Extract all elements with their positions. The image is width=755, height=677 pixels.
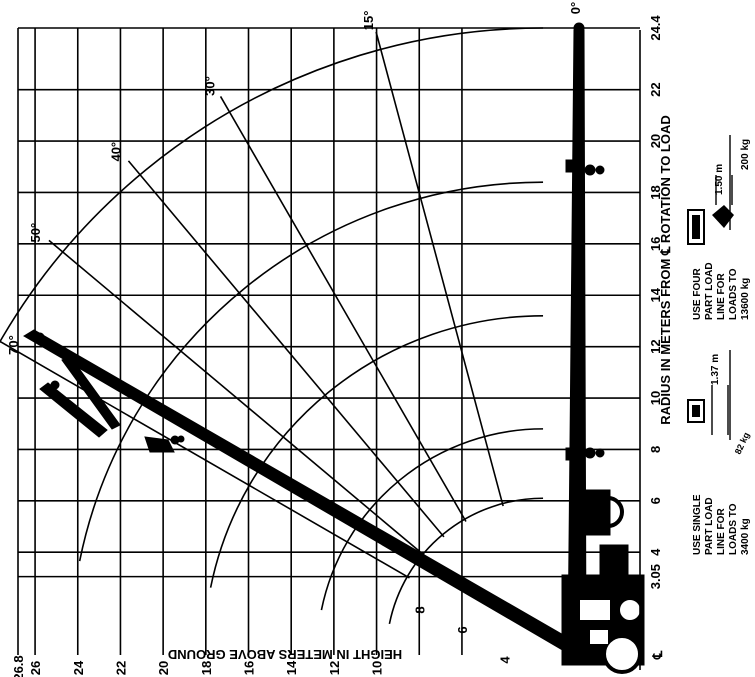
angle-ray	[48, 239, 426, 557]
y-tick-label: 6	[455, 626, 470, 633]
y-tick-label: 4	[498, 656, 513, 664]
boom-angle-rays	[0, 31, 504, 579]
y-tick-label: 26.8	[11, 655, 26, 677]
angle-label: 0°	[568, 2, 583, 14]
boom-length-arcs	[0, 27, 544, 625]
y-tick-label: 12	[327, 661, 342, 675]
boom-length-arc	[0, 27, 544, 344]
boom-70-degrees	[23, 329, 573, 653]
x-tick-label: 12	[648, 339, 663, 353]
y-tick-label: 16	[242, 661, 257, 675]
x-tick-label: 16	[648, 237, 663, 251]
y-tick-label: 20	[156, 661, 171, 675]
note-line: LINE FOR	[716, 273, 727, 320]
x-tick-label: 20	[648, 134, 663, 148]
crane-carrier	[561, 489, 645, 674]
y-tick-label: 8	[412, 606, 427, 613]
y-tick-label: 24	[71, 660, 86, 675]
angle-label: 70°	[6, 335, 21, 355]
angle-labels: 0°15°30°40°50°60°70°	[6, 2, 583, 355]
x-tick-label: 18	[648, 185, 663, 199]
x-tick-label: 4	[648, 548, 663, 556]
single-weight: 82 kg	[733, 431, 752, 456]
angle-label: 40°	[109, 142, 124, 162]
x-tick-label: ℄	[650, 650, 665, 660]
grid-lines	[17, 27, 640, 655]
four-weight: 200 kg	[740, 139, 751, 170]
y-tick-label: 10	[370, 661, 385, 675]
note-line: 3400 kg	[740, 518, 751, 555]
note-line: LOADS TO	[728, 268, 739, 320]
x-tick-labels: ℄ 3.05 4 6 8 10 12 14 16 18 20 22 24.4	[648, 15, 665, 661]
four-part-note: USE FOUR PART LOAD LINE FOR LOADS TO 136…	[687, 135, 751, 320]
x-tick-label: 8	[648, 446, 663, 453]
note-line: PART LOAD	[704, 262, 715, 320]
boom-length-arc	[209, 315, 544, 588]
y-tick-label: 26	[28, 661, 43, 675]
x-tick-label: 24.4	[648, 15, 663, 41]
single-part-note: USE SINGLE PART LOAD LINE FOR LOADS TO 3…	[687, 350, 752, 555]
angle-ray	[0, 340, 410, 579]
single-dim: 1.37 m	[710, 354, 721, 385]
note-line: LOADS TO	[728, 503, 739, 555]
x-tick-label: 10	[648, 391, 663, 405]
angle-ray	[375, 31, 504, 507]
x-tick-label: 3.05	[648, 564, 663, 589]
note-line: USE FOUR	[692, 268, 703, 320]
note-line: 13600 kg	[740, 278, 751, 320]
boom-horizontal	[565, 22, 605, 651]
x-tick-label: 6	[648, 497, 663, 504]
x-axis-title: RADIUS IN METERS FROM ℄ ROTATION TO LOAD	[658, 115, 673, 425]
angle-label: 15°	[361, 11, 376, 31]
angle-ray	[127, 160, 445, 538]
boom-length-arc	[78, 181, 544, 562]
x-tick-label: 22	[648, 82, 663, 96]
angle-label: 30°	[203, 76, 218, 96]
svg-text:USE FOUR PART LOAD: USE FOUR PART LOAD LINE FOR LOADS TO 136…	[692, 260, 751, 320]
four-dim: 1.50 m	[714, 164, 725, 195]
note-line: PART LOAD	[704, 497, 715, 555]
y-tick-label: 22	[113, 661, 128, 675]
y-tick-label: 18	[199, 661, 214, 675]
svg-text:USE SINGLE PART LOAD: USE SINGLE PART LOAD LINE FOR LOADS TO 3…	[692, 492, 751, 555]
note-line: USE SINGLE	[692, 494, 703, 555]
x-tick-label: 14	[648, 287, 663, 302]
y-tick-label: 14	[284, 660, 299, 675]
angle-label: 50°	[28, 223, 43, 243]
boom-length-arc	[320, 428, 544, 611]
y-axis-title: HEIGHT IN METERS ABOVE GROUND	[168, 647, 402, 662]
angle-ray	[219, 96, 467, 522]
note-line: LINE FOR	[716, 508, 727, 555]
boom-length-arc	[388, 497, 544, 625]
